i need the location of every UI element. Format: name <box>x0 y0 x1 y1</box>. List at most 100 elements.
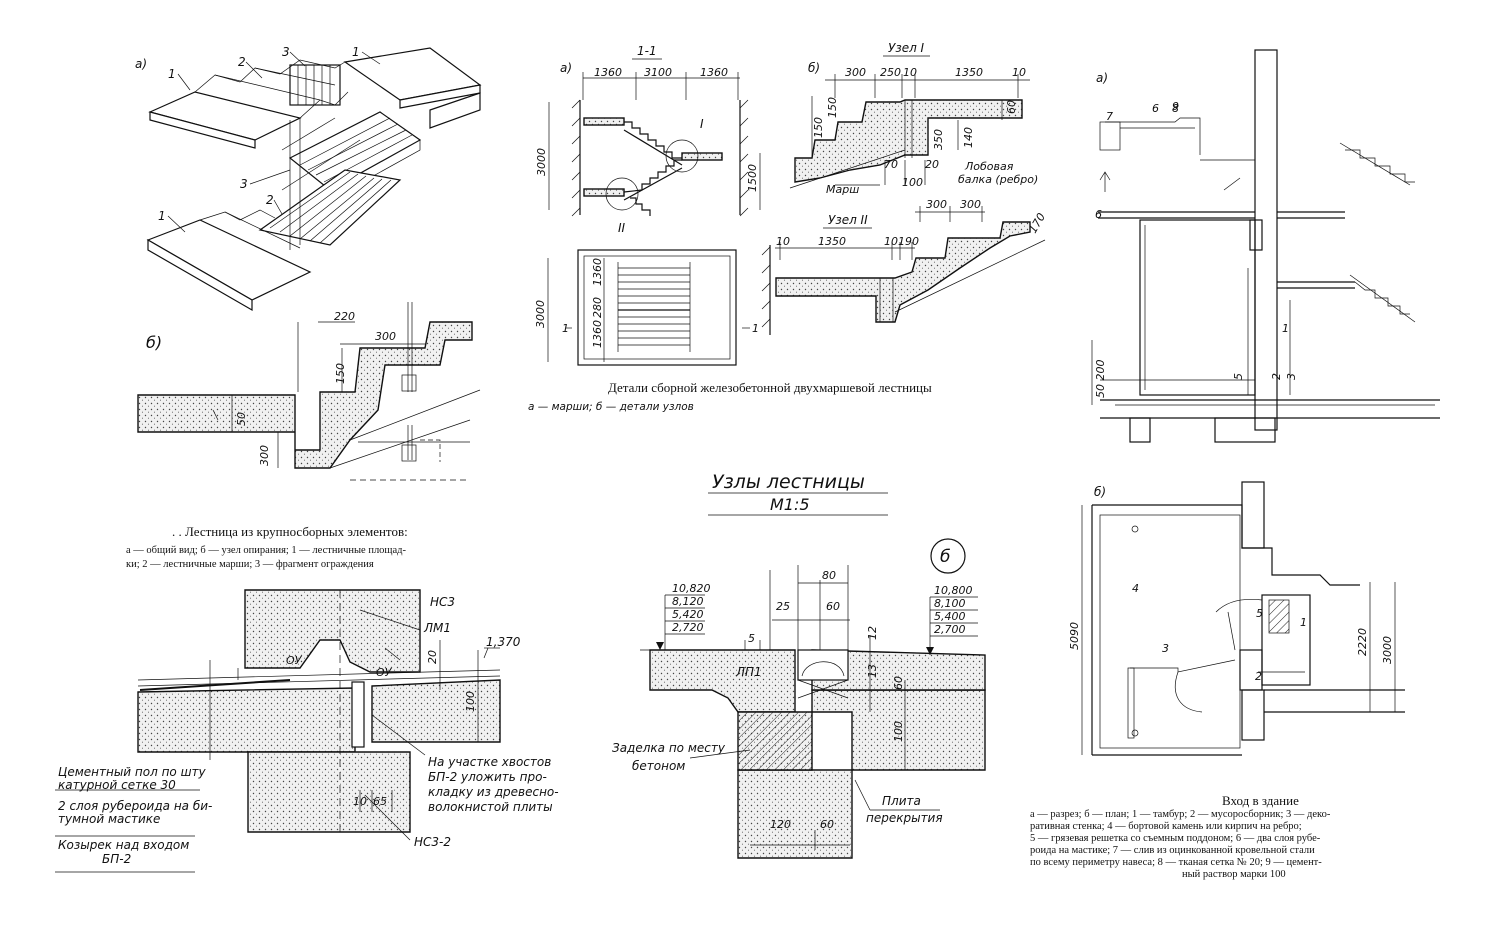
sub-label-b: б) <box>146 333 162 352</box>
caption-title: . . Лестница из крупносборных элементов: <box>172 524 408 539</box>
callout: 3 <box>240 177 248 191</box>
node-label: перекрытия <box>866 811 943 825</box>
note-line: катурной сетке 30 <box>58 778 176 792</box>
dim-label: 250 <box>880 66 901 79</box>
dim-label: 1360 <box>700 66 728 79</box>
callout: 1 <box>1282 322 1289 335</box>
callout: 3 <box>1162 642 1169 655</box>
node-label: бетоном <box>632 759 685 773</box>
dim-label: 1350 <box>818 235 846 248</box>
dim-label: 5 <box>748 632 755 645</box>
level-mark: 10,800 <box>934 584 973 597</box>
caption-line: ный раствор марки 100 <box>1182 869 1286 880</box>
node-marker: II <box>618 221 626 235</box>
section-1-1: а) 1-1 1360 3100 1360 <box>535 44 761 235</box>
node-ii-detail: Узел II 300 300 10 1350 10 190 170 <box>761 198 1048 335</box>
dim-label: 20 <box>426 650 439 664</box>
callout: 6 <box>1152 102 1159 115</box>
element-tag: НС3-2 <box>414 835 451 849</box>
callout: 2 <box>1255 670 1262 683</box>
callout: 7 <box>1106 110 1113 123</box>
note-right: кладку из древесно- <box>428 785 559 799</box>
dim-label: 13 <box>866 664 879 678</box>
entrance-section: а) <box>1091 49 1440 443</box>
note-right: волокнистой плиты <box>428 800 553 814</box>
note-line: БП-2 <box>102 852 131 866</box>
caption-line: а — разрез; б — план; 1 — тамбур; 2 — му… <box>1030 809 1331 820</box>
center-title-block: Узлы лестницы М1:5 <box>708 471 888 516</box>
dim-label: 3000 <box>535 148 548 176</box>
sub-label-b: б) <box>808 61 820 75</box>
node-title: Узел I <box>888 41 925 55</box>
dim-label: 120 <box>770 818 791 831</box>
dim-label: 60 <box>820 818 834 831</box>
landing-node-detail: б <box>612 538 986 859</box>
note-line: 2 слоя рубероида на би- <box>58 799 212 813</box>
dim-label: 300 <box>258 445 271 466</box>
callout: 8 <box>1172 102 1179 115</box>
dim-label: 65 <box>373 795 387 808</box>
caption-line: ки; 2 — лестничные марши; 3 — фрагмент о… <box>126 559 374 570</box>
dim-label: 12 <box>866 626 879 640</box>
callout: 1 <box>158 209 166 223</box>
level-mark: 2,720 <box>672 621 704 634</box>
element-tag: ОУ <box>376 666 393 679</box>
dim-label: 10 <box>776 235 790 248</box>
dim-label: 80 <box>822 569 836 582</box>
caption-sub: а — марши; б — детали узлов <box>528 401 694 413</box>
sub-label-b: б) <box>1094 485 1106 499</box>
node-label: балка (ребро) <box>958 173 1038 186</box>
canopy-node-detail: НС3 ЛМ1 НС3-2 ОУ ОУ 1,370 20 100 10 65 Ц… <box>55 589 559 873</box>
dim-label: 1360 <box>594 66 622 79</box>
dim-label: 25 <box>776 600 790 613</box>
dim-label: 10 <box>1012 66 1026 79</box>
isometric-stair-view <box>146 47 482 312</box>
dim-label: 190 <box>898 235 919 248</box>
dim-label: 100 <box>902 176 923 189</box>
level-mark: 8,120 <box>672 595 704 608</box>
dim-label: 300 <box>845 66 866 79</box>
dim-label: 50 200 <box>1094 360 1107 399</box>
node-label: Марш <box>826 183 859 196</box>
dim-label: 10 <box>903 66 917 79</box>
element-tag: ОУ <box>286 654 303 667</box>
middle-caption: Детали сборной железобетонной двухмаршев… <box>528 380 932 413</box>
scale-label: М1:5 <box>770 495 810 514</box>
dim-label: 2220 <box>1356 628 1369 656</box>
node-label: Плита <box>882 794 921 808</box>
dim-label: 60 <box>826 600 840 613</box>
dim-label: 280 <box>591 297 604 318</box>
caption-line: 5 — грязевая решетка со съемным поддоном… <box>1030 833 1321 844</box>
node-label: Лобовая <box>964 160 1014 173</box>
callout: 9 <box>1172 100 1179 113</box>
element-tag: ЛМ1 <box>423 621 451 635</box>
dim-label: 300 <box>926 198 947 211</box>
dim-label: 5090 <box>1068 622 1081 650</box>
level-mark: 10,820 <box>672 582 711 595</box>
entrance-plan: б) 4 5 1 3 <box>1068 481 1405 756</box>
dim-label: 3000 <box>1381 636 1394 664</box>
dim-label: 150 <box>812 117 825 138</box>
dim-label: 220 <box>334 310 355 323</box>
caption-line: по всему периметру навеса; 8 — тканая се… <box>1030 857 1322 868</box>
dim-label: 60 <box>892 676 905 690</box>
callout: 2 <box>266 193 274 207</box>
element-tag: ЛП1 <box>735 665 762 679</box>
dim-label: 300 <box>375 330 396 343</box>
node-i-detail: б) Узел I 300 250 10 1350 10 150 150 60 <box>789 41 1038 196</box>
dim-label: 1350 <box>955 66 983 79</box>
dim-label: 100 <box>892 721 905 742</box>
dim-label: 100 <box>464 691 477 712</box>
dim-label: 3000 <box>534 300 547 328</box>
callout: 2 <box>238 55 246 69</box>
level-mark: 8,100 <box>934 597 966 610</box>
element-tag: НС3 <box>430 595 455 609</box>
right-caption: Вход в здание а — разрез; б — план; 1 — … <box>1030 793 1331 880</box>
callout: 1 <box>168 67 176 81</box>
dim-label: 1360 <box>591 320 604 348</box>
node-title: Узел II <box>828 213 868 227</box>
dim-label: 1500 <box>746 164 759 192</box>
isometric-callouts: а) 1 2 3 1 3 1 2 <box>135 45 381 233</box>
callout: 4 <box>1132 582 1139 595</box>
left-caption: . . Лестница из крупносборных элементов:… <box>126 524 408 570</box>
